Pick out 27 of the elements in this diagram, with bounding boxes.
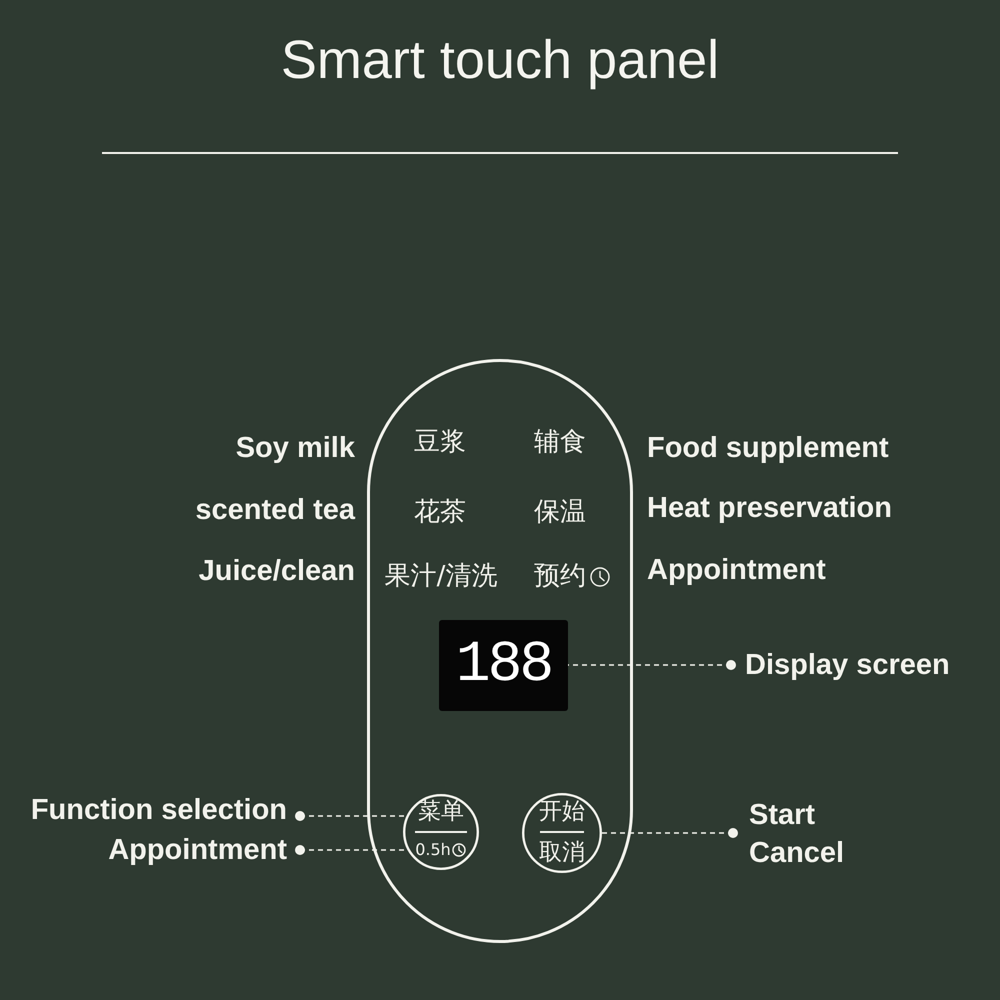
callout-text: Appointment (647, 553, 826, 587)
key-label: 豆浆 (414, 427, 466, 457)
key-label: 预约 (534, 561, 586, 591)
leader-line (602, 828, 738, 838)
callout-text: Heat preservation (647, 491, 892, 525)
touch-key (522, 793, 602, 873)
touch-key (403, 794, 479, 870)
callout-text: Juice/clean (198, 554, 355, 588)
callout-text: Start Cancel (733, 796, 844, 872)
callout-text: Display screen (731, 648, 950, 682)
callout-text: Soy milk (236, 431, 355, 465)
key-text: 开始 (539, 798, 585, 826)
title: Smart touch panel (280, 29, 720, 91)
callout-text: Function selection (30, 793, 300, 827)
callout-text: Food supplement (647, 431, 889, 465)
key-label: 果汁/清洗 (384, 561, 498, 591)
leader-line (568, 660, 736, 670)
key-text: 0.5h (415, 840, 451, 860)
key-label: 花茶 (414, 497, 466, 527)
callout-text: Appointment (108, 833, 300, 867)
key-text: 菜单 (418, 798, 464, 826)
callout-text: scented tea (195, 493, 355, 527)
display-screen: 188 (439, 620, 568, 711)
key-text: 取消 (539, 840, 585, 866)
key-label: 保温 (534, 497, 586, 527)
key-label: 辅食 (534, 427, 586, 457)
touch-panel (367, 359, 633, 943)
